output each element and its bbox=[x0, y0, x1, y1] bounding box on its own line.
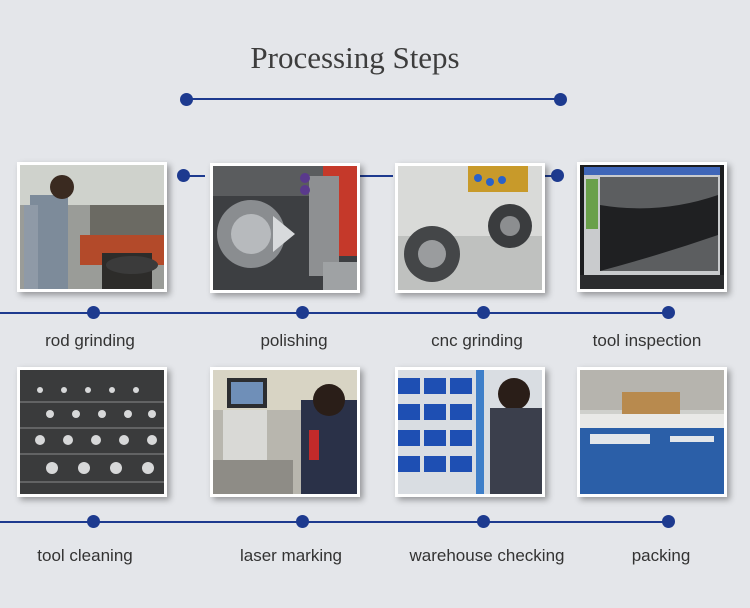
timeline-dot bbox=[477, 515, 490, 528]
step-label-laser-marking: laser marking bbox=[239, 546, 343, 565]
polishing-wheel-photo bbox=[210, 163, 360, 293]
step-label-polishing: polishing bbox=[260, 331, 328, 350]
step-label-packing: packing bbox=[631, 546, 691, 565]
timeline-dot bbox=[662, 515, 675, 528]
connector-line-2 bbox=[357, 175, 393, 177]
step-label-tool-cleaning: tool cleaning bbox=[37, 546, 133, 565]
cnc-grinder-photo bbox=[395, 163, 545, 293]
timeline-dot bbox=[296, 306, 309, 319]
title-underline bbox=[186, 98, 561, 100]
timeline-row-2 bbox=[0, 521, 670, 523]
packing-machine-photo bbox=[577, 367, 727, 497]
timeline-dot bbox=[477, 306, 490, 319]
worker-at-grinding-machine-photo bbox=[17, 162, 167, 292]
connector-dot-3 bbox=[551, 169, 564, 182]
page-title: Processing Steps bbox=[250, 40, 460, 75]
title-underline-dot-left bbox=[180, 93, 193, 106]
timeline-dot bbox=[662, 306, 675, 319]
step-label-warehouse-checking: warehouse checking bbox=[409, 546, 565, 565]
connector-line-1 bbox=[183, 175, 205, 177]
step-label-cnc-grinding: cnc grinding bbox=[431, 331, 523, 350]
timeline-dot bbox=[296, 515, 309, 528]
laser-marking-photo bbox=[210, 367, 360, 497]
title-underline-dot-right bbox=[554, 93, 567, 106]
tool-rack-photo bbox=[17, 367, 167, 497]
timeline-dot bbox=[87, 306, 100, 319]
inspection-monitor-photo bbox=[577, 162, 727, 292]
timeline-row-1 bbox=[0, 312, 670, 314]
connector-dot-1 bbox=[177, 169, 190, 182]
warehouse-bins-photo bbox=[395, 367, 545, 497]
step-label-tool-inspection: tool inspection bbox=[592, 331, 702, 350]
timeline-dot bbox=[87, 515, 100, 528]
step-label-rod-grinding: rod grinding bbox=[45, 331, 135, 350]
